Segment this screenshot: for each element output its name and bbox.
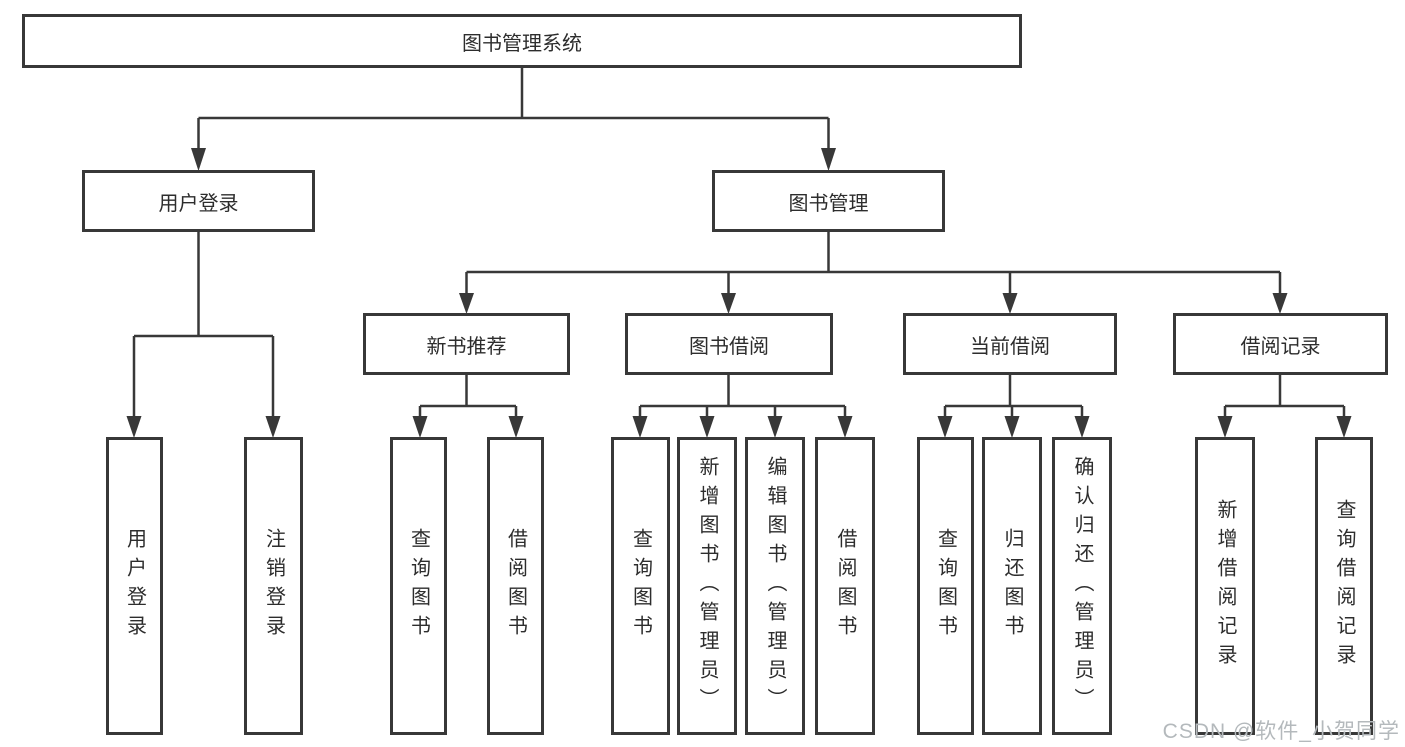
- node-label: 新增借阅记录: [1214, 499, 1236, 673]
- edge-root-level2: [198, 68, 829, 120]
- node-label: 编辑图书（管理员）: [764, 455, 786, 717]
- node-label: 借阅记录: [1240, 335, 1321, 358]
- edge-book-management-level3: [465, 232, 1282, 295]
- node-label: 图书借阅: [689, 335, 769, 358]
- node-add-borrow-record: 新增借阅记录: [1195, 437, 1255, 735]
- node-label: 用户登录: [158, 192, 239, 215]
- node-label: 图书管理: [788, 192, 869, 215]
- node-label: 确认归还（管理员）: [1071, 455, 1093, 717]
- edge-user-login-leaves: [132, 232, 275, 419]
- node-label: 查询借阅记录: [1333, 499, 1355, 673]
- edge-current-leaves: [943, 375, 1084, 419]
- node-label: 借阅图书: [834, 528, 856, 644]
- node-new-book-recommendation: 新书推荐: [363, 313, 570, 375]
- node-borrow-books-borrowing: 借阅图书: [815, 437, 875, 735]
- node-query-borrow-record: 查询借阅记录: [1315, 437, 1373, 735]
- node-label: 归还图书: [1001, 528, 1023, 644]
- node-query-books-recommendation: 查询图书: [390, 437, 447, 735]
- edge-borrowing-leaves: [638, 375, 847, 419]
- node-borrow-books-recommendation: 借阅图书: [487, 437, 544, 735]
- node-logout: 注销登录: [244, 437, 303, 735]
- node-label: 查询图书: [934, 528, 957, 644]
- node-query-books-current: 查询图书: [917, 437, 974, 735]
- node-book-management-system: 图书管理系统: [22, 14, 1022, 68]
- node-edit-books-admin: 编辑图书（管理员）: [745, 437, 805, 735]
- node-return-books: 归还图书: [982, 437, 1042, 735]
- node-book-management: 图书管理: [712, 170, 945, 232]
- node-label: 用户登录: [123, 528, 146, 644]
- node-confirm-return-admin: 确认归还（管理员）: [1052, 437, 1112, 735]
- node-current-borrowing: 当前借阅: [903, 313, 1117, 375]
- node-label: 查询图书: [407, 528, 430, 644]
- node-label: 注销登录: [262, 528, 285, 644]
- node-user-login: 用户登录: [82, 170, 315, 232]
- node-label: 图书管理系统: [462, 32, 582, 55]
- edge-recommendation-leaves: [418, 375, 518, 419]
- node-label: 当前借阅: [970, 335, 1050, 358]
- watermark: CSDN @软件_小贺同学: [1162, 720, 1400, 743]
- node-label: 新书推荐: [426, 335, 507, 358]
- node-borrowing-records: 借阅记录: [1173, 313, 1388, 375]
- edge-records-leaves: [1223, 375, 1346, 419]
- node-label: 借阅图书: [504, 528, 527, 644]
- node-label: 新增图书（管理员）: [696, 455, 718, 717]
- node-add-books-admin: 新增图书（管理员）: [677, 437, 737, 735]
- node-query-books-borrowing: 查询图书: [611, 437, 670, 735]
- node-label: 查询图书: [629, 528, 652, 644]
- node-user-login-leaf: 用户登录: [106, 437, 163, 735]
- arrowheads: [126, 148, 1352, 438]
- node-book-borrowing: 图书借阅: [625, 313, 833, 375]
